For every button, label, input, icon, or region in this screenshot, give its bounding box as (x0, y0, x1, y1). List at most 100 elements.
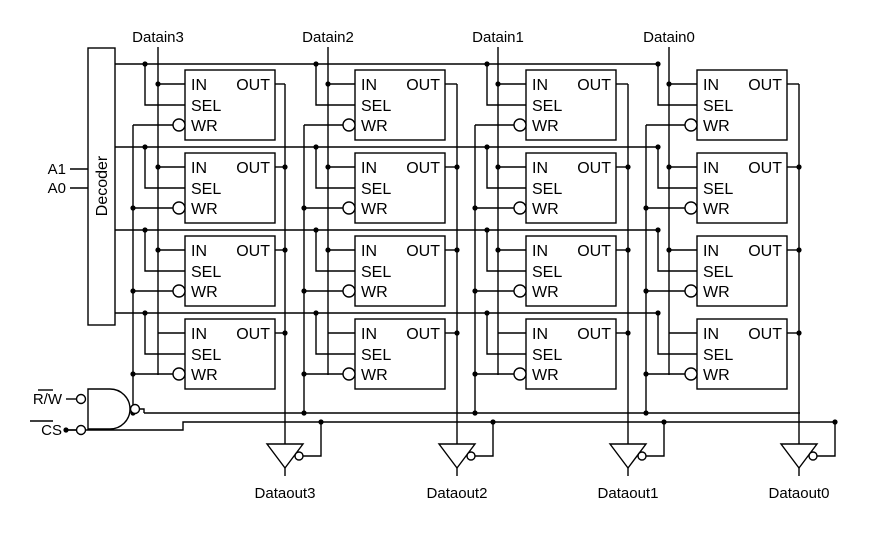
wire (315, 64, 355, 106)
wire (657, 313, 697, 355)
junction-dot (472, 371, 478, 377)
dataout-label-1: Dataout1 (598, 485, 659, 502)
junction-dot (155, 247, 161, 253)
cell-wr-label: WR (191, 284, 218, 301)
junction-dot (130, 205, 136, 211)
junction-dot (625, 330, 631, 336)
cell-in-label: IN (191, 243, 207, 260)
enable-bubble (637, 451, 647, 461)
memory-cell (354, 152, 446, 224)
junction-dot (142, 144, 148, 150)
cell-in-label: IN (703, 243, 719, 260)
wr-bubble (684, 367, 698, 381)
junction-dot (325, 164, 331, 170)
cell-sel-label: SEL (703, 264, 733, 281)
junction-dot (325, 81, 331, 87)
nand-gate-icon (87, 388, 131, 430)
junction-dot (643, 288, 649, 294)
cell-in-label: IN (361, 77, 377, 94)
wire (486, 64, 526, 106)
junction-dot (454, 330, 460, 336)
cell-in-label: IN (532, 160, 548, 177)
cell-out-label: OUT (236, 326, 270, 343)
wire (657, 64, 697, 106)
wr-bubble (513, 118, 527, 132)
cell-sel-label: SEL (191, 347, 221, 364)
cell-in-label: IN (703, 326, 719, 343)
cell-sel-label: SEL (703, 181, 733, 198)
junction-dot (282, 330, 288, 336)
junction-dot (313, 310, 319, 316)
cell-in-label: IN (191, 160, 207, 177)
wire (315, 230, 355, 272)
junction-dot (130, 288, 136, 294)
cell-out-label: OUT (406, 326, 440, 343)
wr-bubble (342, 367, 356, 381)
cell-out-label: OUT (748, 160, 782, 177)
junction-dot (661, 419, 667, 425)
enable-bubble (294, 451, 304, 461)
cell-sel-label: SEL (532, 264, 562, 281)
wire (144, 147, 185, 189)
junction-dot (155, 81, 161, 87)
junction-dot (655, 310, 661, 316)
cell-sel-label: SEL (361, 98, 391, 115)
cell-out-label: OUT (577, 243, 611, 260)
wr-bubble (342, 118, 356, 132)
cell-wr-label: WR (361, 367, 388, 384)
junction-dot (454, 247, 460, 253)
wire (475, 422, 494, 457)
cell-out-label: OUT (236, 243, 270, 260)
address-input-a1: A1 (48, 161, 66, 178)
wr-bubble (172, 367, 186, 381)
junction-dot (282, 164, 288, 170)
junction-dot (796, 330, 802, 336)
tristate-buffer-icon (437, 443, 477, 470)
junction-dot (484, 310, 490, 316)
cell-in-label: IN (361, 326, 377, 343)
nand-output-bubble (129, 403, 141, 415)
wire (486, 313, 526, 355)
cell-wr-label: WR (532, 367, 559, 384)
cell-sel-label: SEL (361, 264, 391, 281)
cell-out-label: OUT (236, 77, 270, 94)
memory-cell (525, 318, 617, 390)
junction-dot (472, 288, 478, 294)
address-input-a0: A0 (48, 180, 66, 197)
junction-dot (472, 410, 478, 416)
wire (486, 147, 526, 189)
cell-out-label: OUT (406, 243, 440, 260)
wire (303, 422, 322, 457)
cell-in-label: IN (703, 77, 719, 94)
junction-dot (313, 144, 319, 150)
tristate-buffer-icon (265, 443, 305, 470)
memory-cell (525, 152, 617, 224)
cell-sel-label: SEL (191, 98, 221, 115)
datain-label-2: Datain2 (302, 29, 354, 46)
junction-dot (643, 410, 649, 416)
junction-dot (655, 61, 661, 67)
junction-dot (655, 227, 661, 233)
memory-cell (696, 318, 788, 390)
cell-wr-label: WR (361, 284, 388, 301)
junction-dot (643, 371, 649, 377)
cell-in-label: IN (532, 77, 548, 94)
cell-wr-label: WR (703, 201, 730, 218)
datain-label-1: Datain1 (472, 29, 524, 46)
wire (315, 313, 355, 355)
rw-input-bubble (75, 393, 87, 405)
junction-dot (625, 164, 631, 170)
cell-sel-label: SEL (191, 264, 221, 281)
cell-in-label: IN (361, 243, 377, 260)
wr-bubble (172, 118, 186, 132)
junction-dot (796, 164, 802, 170)
memory-cell (696, 69, 788, 141)
cell-in-label: IN (361, 160, 377, 177)
memory-cell (354, 318, 446, 390)
cell-sel-label: SEL (361, 181, 391, 198)
wire (140, 408, 145, 413)
wr-bubble (342, 201, 356, 215)
cell-out-label: OUT (577, 160, 611, 177)
cell-wr-label: WR (703, 284, 730, 301)
